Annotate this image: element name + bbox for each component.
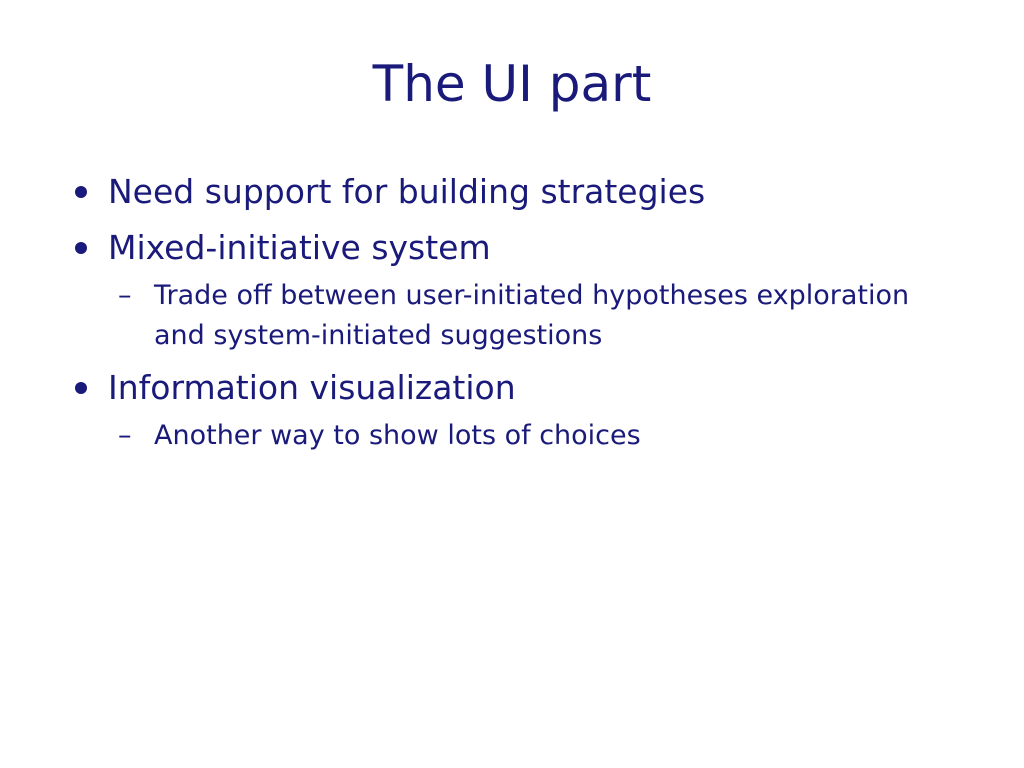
bullet-item: Information visualization	[0, 364, 1024, 412]
bullet-text: Information visualization	[108, 368, 516, 407]
dash-marker: –	[118, 280, 132, 311]
sub-bullet-item: – Another way to show lots of choices	[0, 416, 1024, 456]
bullet-dot-icon	[75, 382, 87, 394]
bullet-dot-icon	[75, 242, 87, 254]
dash-marker: –	[118, 420, 132, 451]
bullet-text: Mixed-initiative system	[108, 228, 491, 267]
sub-bullet-text: Another way to show lots of choices	[154, 420, 641, 451]
bullet-item: Mixed-initiative system	[0, 224, 1024, 272]
bullet-dot-icon	[75, 186, 87, 198]
sub-bullet-text: Trade off between user-initiated hypothe…	[154, 280, 910, 351]
slide-title: The UI part	[372, 55, 652, 113]
bullet-list: Need support for building strategies Mix…	[0, 168, 1024, 456]
sub-bullet-item: – Trade off between user-initiated hypot…	[0, 276, 1024, 356]
bullet-text: Need support for building strategies	[108, 172, 706, 211]
bullet-item: Need support for building strategies	[0, 168, 1024, 216]
